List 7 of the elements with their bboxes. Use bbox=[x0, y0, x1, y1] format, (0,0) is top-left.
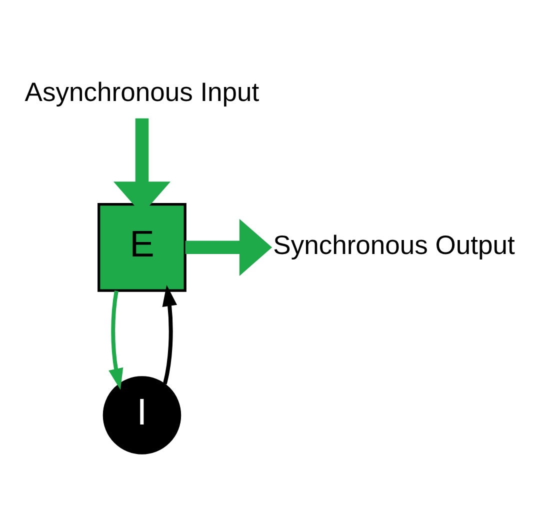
node-box: E bbox=[98, 202, 186, 292]
node-text: Asynchronous Input bbox=[24, 76, 260, 106]
node-circle: I bbox=[102, 376, 182, 454]
node-text: Synchronous Output bbox=[273, 230, 515, 260]
arrow bbox=[162, 284, 178, 384]
arrow bbox=[185, 218, 272, 276]
arrow bbox=[108, 290, 124, 390]
